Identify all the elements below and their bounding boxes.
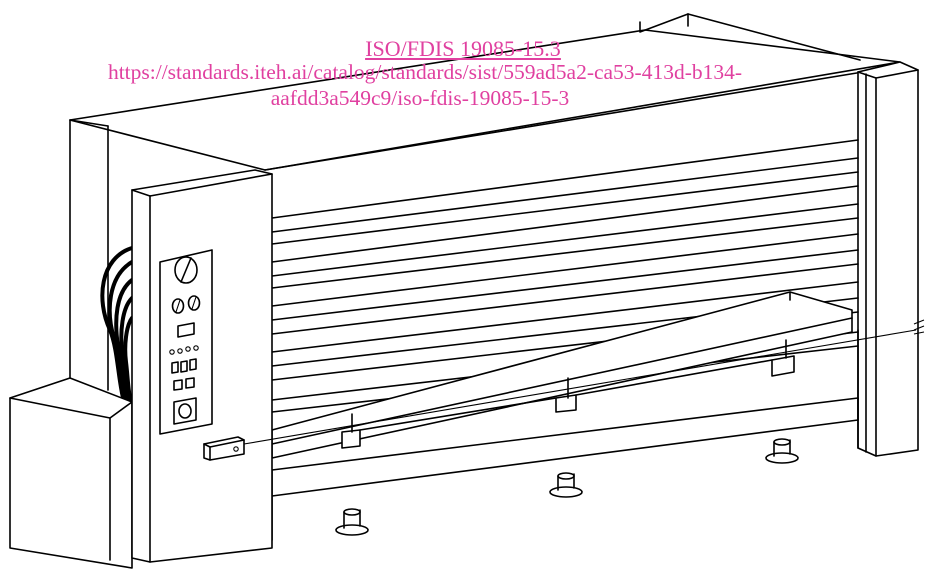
safety-trip-wire: [243, 319, 925, 445]
indicator-lamps-icon: [169, 345, 199, 355]
watermark-url-line-1: https://standards.iteh.ai/catalog/standa…: [107, 60, 743, 84]
watermark-title-link[interactable]: ISO/FDIS 19085-15.3: [365, 36, 561, 61]
pressure-gauge-icon: [174, 256, 198, 284]
hydraulic-hoses: [100, 246, 134, 406]
press-platens: [271, 139, 859, 541]
safety-switch-icon: [203, 436, 245, 461]
watermark-title[interactable]: ISO/FDIS 19085-15.3: [0, 38, 926, 60]
control-panel-column: [131, 169, 273, 563]
press-feet: [335, 438, 799, 536]
control-buttons-icon: [171, 358, 197, 391]
press-right-post: [857, 61, 919, 457]
small-gauge-icon: [171, 295, 201, 314]
hydraulic-unit-block: [9, 377, 133, 569]
press-top-frame: [69, 13, 901, 391]
display-window-icon: [177, 322, 195, 338]
emergency-stop-icon: [173, 397, 197, 425]
watermark-url-line-2: aafdd3a549c9/iso-fdis-19085-15-3: [270, 86, 570, 110]
